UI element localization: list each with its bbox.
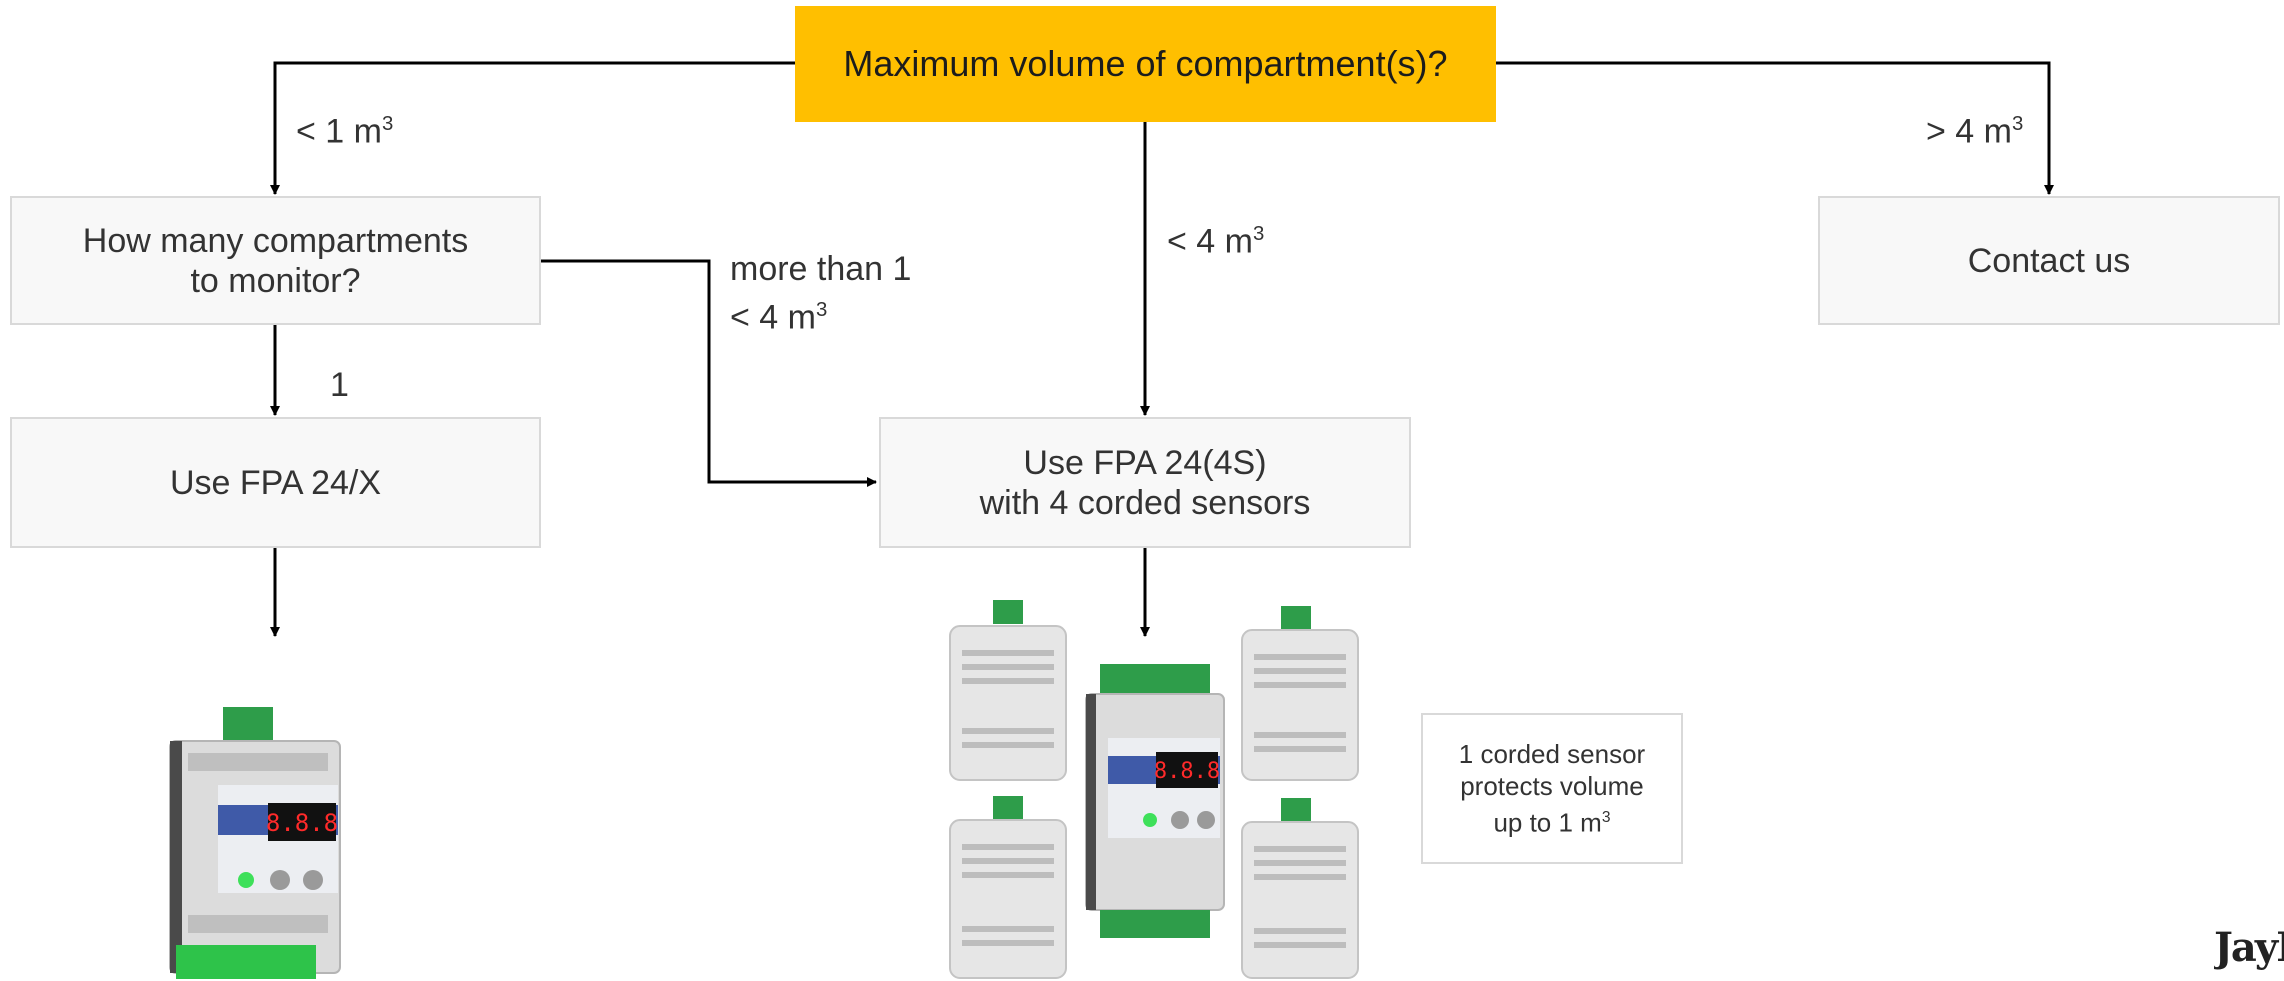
use-fpa24x-text: Use FPA 24/X [169, 463, 382, 502]
use-fpa24x-box: Use FPA 24/X [10, 417, 541, 548]
label-more-than-1: more than 1 [730, 250, 912, 288]
fpa24-4s-display-digits: 8.8.8 [1154, 759, 1220, 784]
sensor-note-box: 1 corded sensor protects volume up to 1 … [1421, 713, 1683, 864]
use-fpa24-4s-line-1: Use FPA 24(4S) [1023, 443, 1267, 482]
label-one: 1 [330, 366, 349, 404]
compartments-question-line-1: How many compartments [82, 221, 469, 260]
compartments-question-box: How many compartments to monitor? [10, 196, 541, 325]
use-fpa24-4s-line-2: with 4 corded sensors [979, 483, 1311, 522]
label-more-less-than-4m3: < 4 m3 [730, 298, 828, 337]
question-box: Maximum volume of compartment(s)? [795, 6, 1496, 122]
fpa24-4s-devices-image: 8.8.8 [949, 600, 1359, 979]
arrow-to-compartments-question [270, 61, 795, 195]
contact-us-box: Contact us [1818, 196, 2280, 325]
label-less-than-4m3: < 4 m3 [1167, 222, 1265, 261]
use-fpa24-4s-box: Use FPA 24(4S) with 4 corded sensors [879, 417, 1411, 548]
sensor-note-exponent: 3 [1601, 809, 1611, 827]
sensor-note-line-2: protects volume [1460, 771, 1644, 802]
company-logo: JayEsss [2214, 924, 2284, 971]
fpa24-4s-controller: 8.8.8 [1085, 664, 1225, 938]
label-greater-than-4m3: > 4 m3 [1926, 112, 2024, 151]
corded-sensor-top-right [1241, 606, 1359, 781]
sensor-note-line-1: 1 corded sensor [1458, 739, 1646, 770]
arrow-more-than-1 [541, 259, 877, 487]
arrow-to-contact [1496, 61, 2054, 195]
corded-sensor-bottom-left [949, 796, 1067, 979]
contact-us-text: Contact us [1967, 241, 2131, 280]
corded-sensor-top-left [949, 600, 1067, 781]
compartments-question-line-2: to monitor? [190, 261, 361, 300]
corded-sensor-bottom-right [1241, 798, 1359, 979]
label-less-than-1m3: < 1 m3 [296, 112, 394, 151]
fpa24x-device-image: 8.8.8 [169, 707, 341, 979]
sensor-note-line-3: up to 1 m [1493, 807, 1602, 838]
fpa24x-display-digits: 8.8.8 [266, 809, 338, 837]
question-text: Maximum volume of compartment(s)? [843, 43, 1448, 84]
